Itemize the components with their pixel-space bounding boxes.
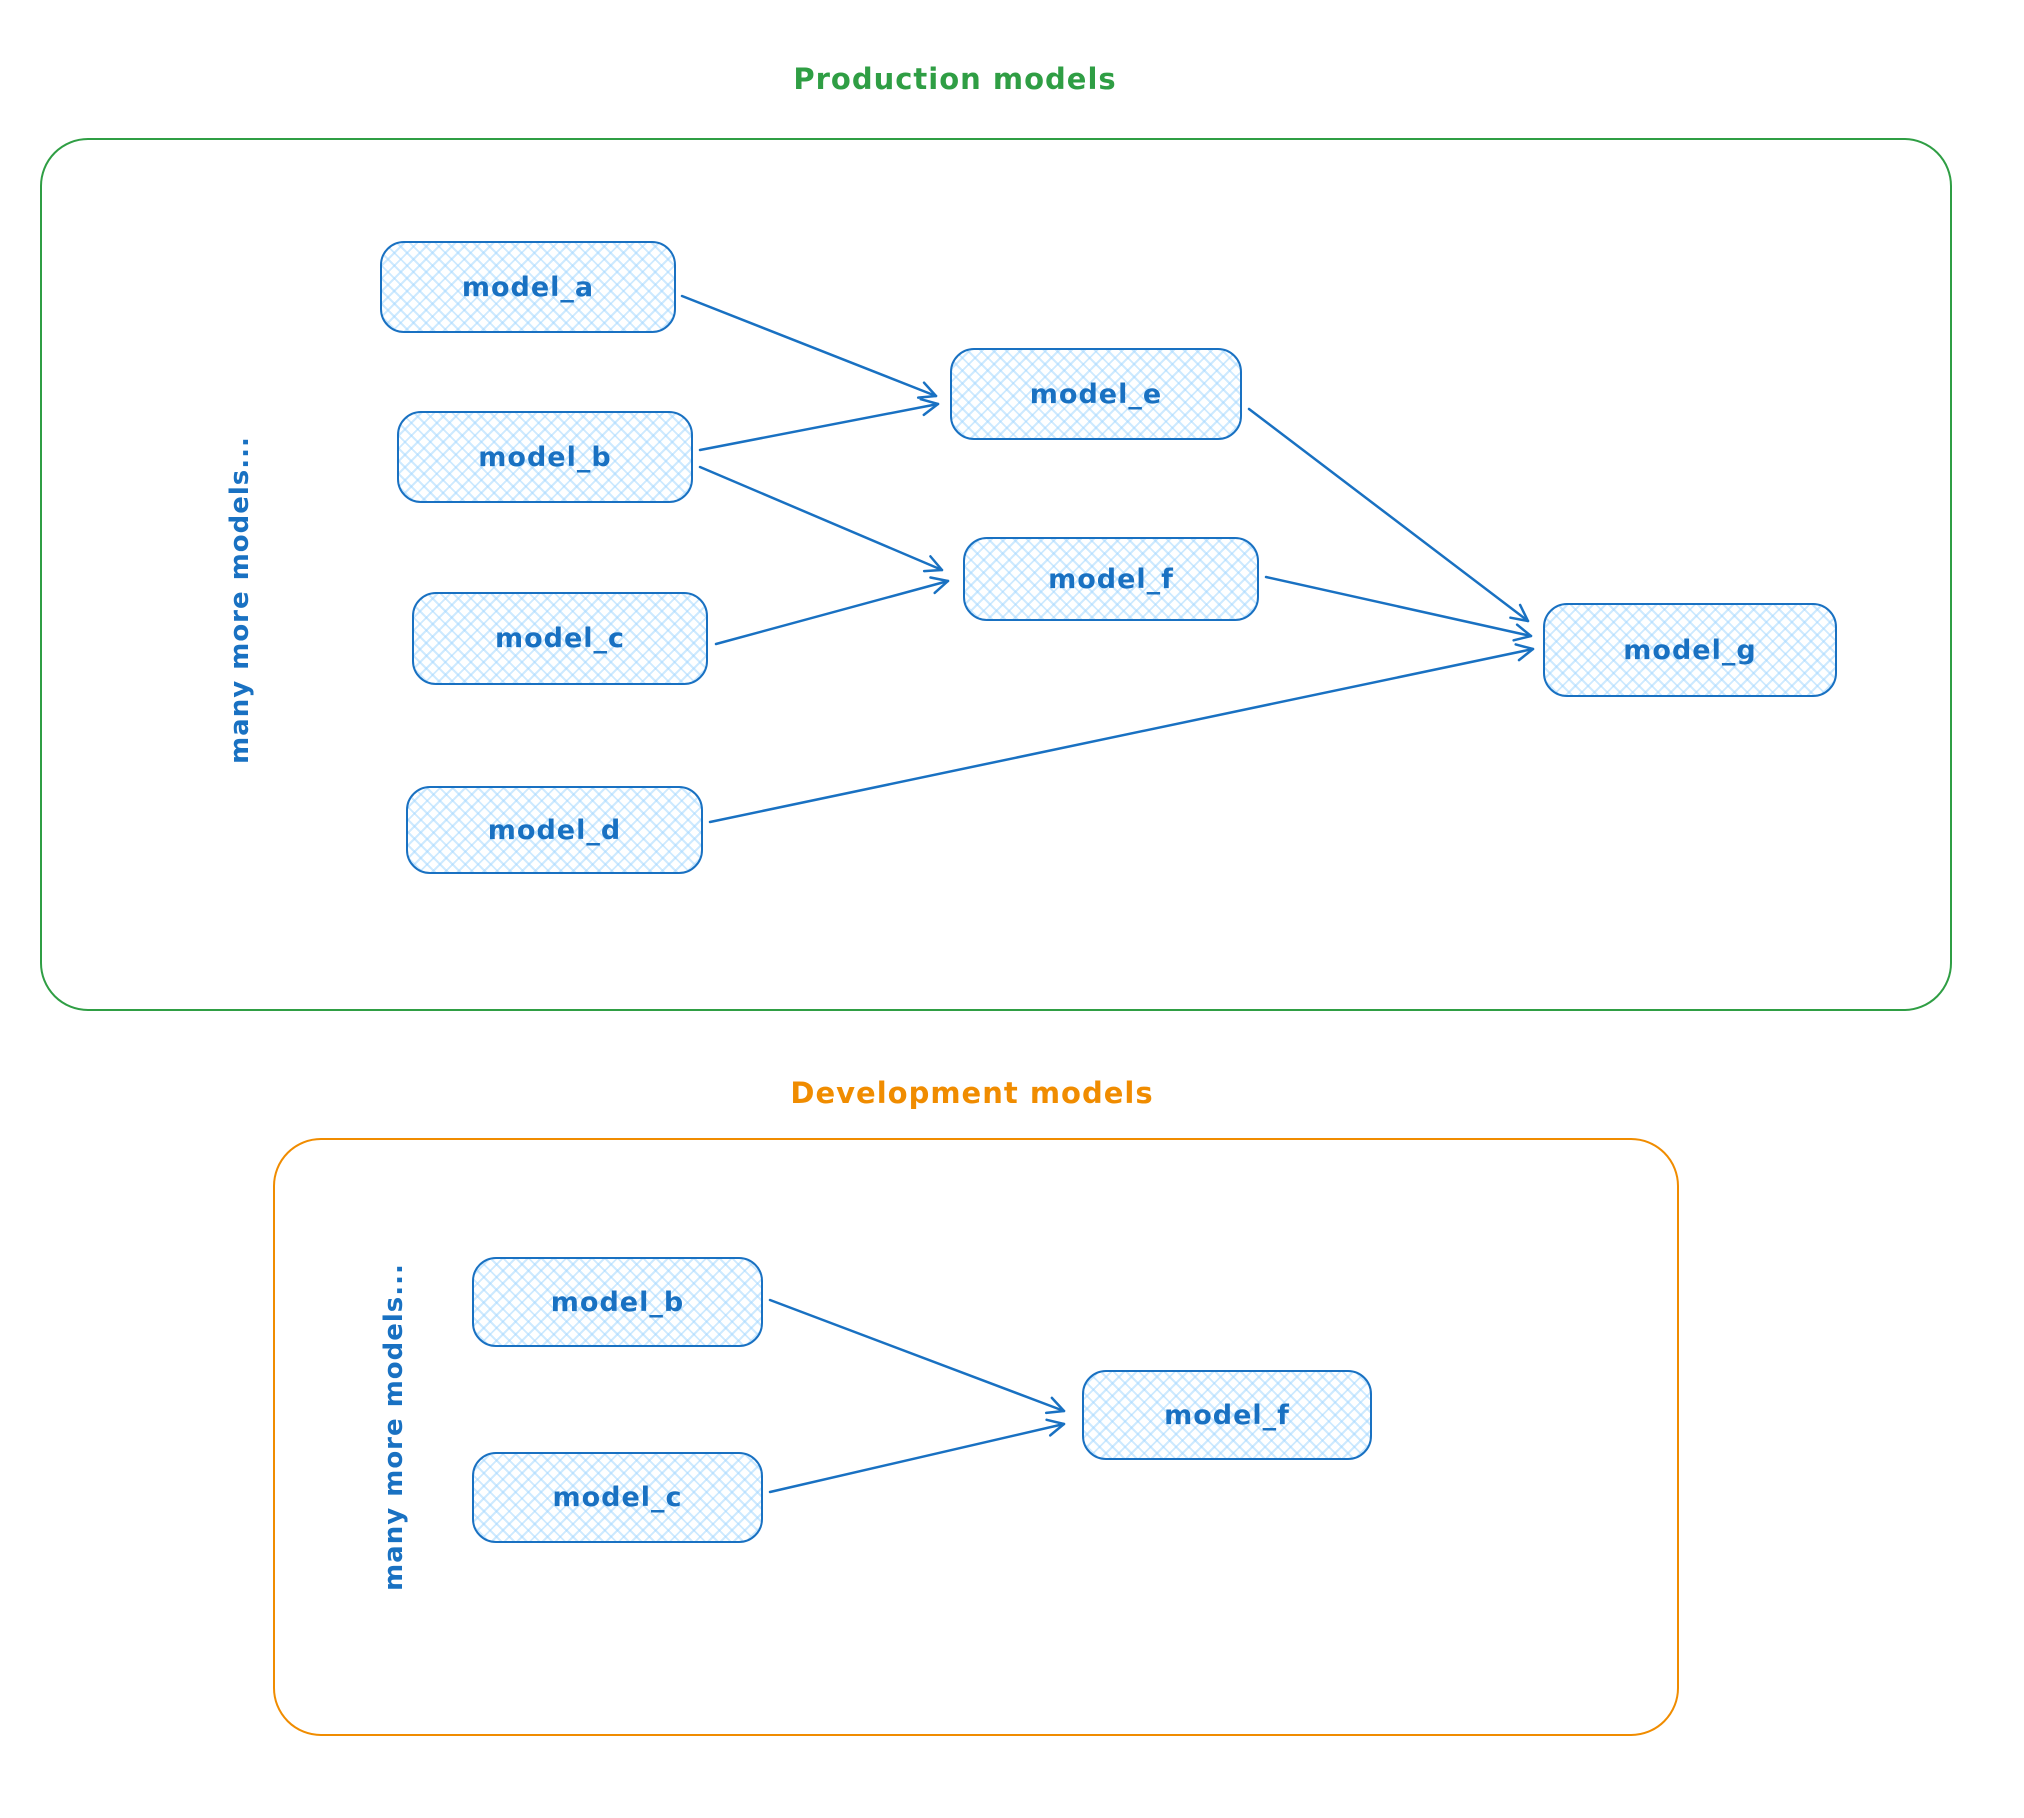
edge-development-model_c-to-model_f[interactable] bbox=[768, 1418, 1066, 1494]
node-development-model_c[interactable]: model_c bbox=[472, 1452, 763, 1543]
node-label: model_f bbox=[1164, 1399, 1290, 1431]
edge-production-model_a-to-model_e[interactable] bbox=[680, 294, 938, 399]
edge-production-model_b-to-model_e[interactable] bbox=[698, 397, 940, 452]
production-container-frame[interactable] bbox=[40, 138, 1952, 1011]
node-production-model_d[interactable]: model_d bbox=[406, 786, 703, 874]
development-title: Development models bbox=[790, 1076, 1154, 1110]
edge-production-model_f-to-model_g[interactable] bbox=[1264, 575, 1533, 642]
node-production-model_e[interactable]: model_e bbox=[950, 348, 1242, 440]
node-label: model_a bbox=[461, 271, 595, 303]
node-label: model_f bbox=[1048, 563, 1174, 595]
node-production-model_c[interactable]: model_c bbox=[412, 592, 708, 685]
node-production-model_f[interactable]: model_f bbox=[963, 537, 1259, 621]
node-label: model_c bbox=[552, 1482, 683, 1513]
development-side-label: many more models... bbox=[379, 1263, 409, 1591]
edge-production-model_b-to-model_f[interactable] bbox=[698, 465, 944, 573]
node-label: model_e bbox=[1029, 378, 1163, 410]
node-label: model_g bbox=[1623, 634, 1757, 666]
node-label: model_c bbox=[494, 623, 626, 654]
node-label: model_d bbox=[487, 814, 622, 846]
node-production-model_g[interactable]: model_g bbox=[1543, 603, 1837, 697]
edge-production-model_d-to-model_g[interactable] bbox=[708, 643, 1535, 824]
node-label: model_b bbox=[550, 1286, 685, 1318]
production-title: Production models bbox=[793, 62, 1117, 96]
edge-production-model_c-to-model_f[interactable] bbox=[714, 576, 950, 646]
node-label: model_b bbox=[478, 441, 612, 473]
edge-production-model_e-to-model_g[interactable] bbox=[1247, 407, 1530, 623]
node-production-model_b[interactable]: model_b bbox=[397, 411, 693, 503]
node-development-model_b[interactable]: model_b bbox=[472, 1257, 763, 1347]
node-production-model_a[interactable]: model_a bbox=[380, 241, 676, 333]
edge-development-model_b-to-model_f[interactable] bbox=[768, 1298, 1066, 1415]
production-side-label: many more models... bbox=[225, 436, 255, 764]
development-container-frame[interactable] bbox=[273, 1138, 1679, 1736]
node-development-model_f[interactable]: model_f bbox=[1082, 1370, 1372, 1460]
